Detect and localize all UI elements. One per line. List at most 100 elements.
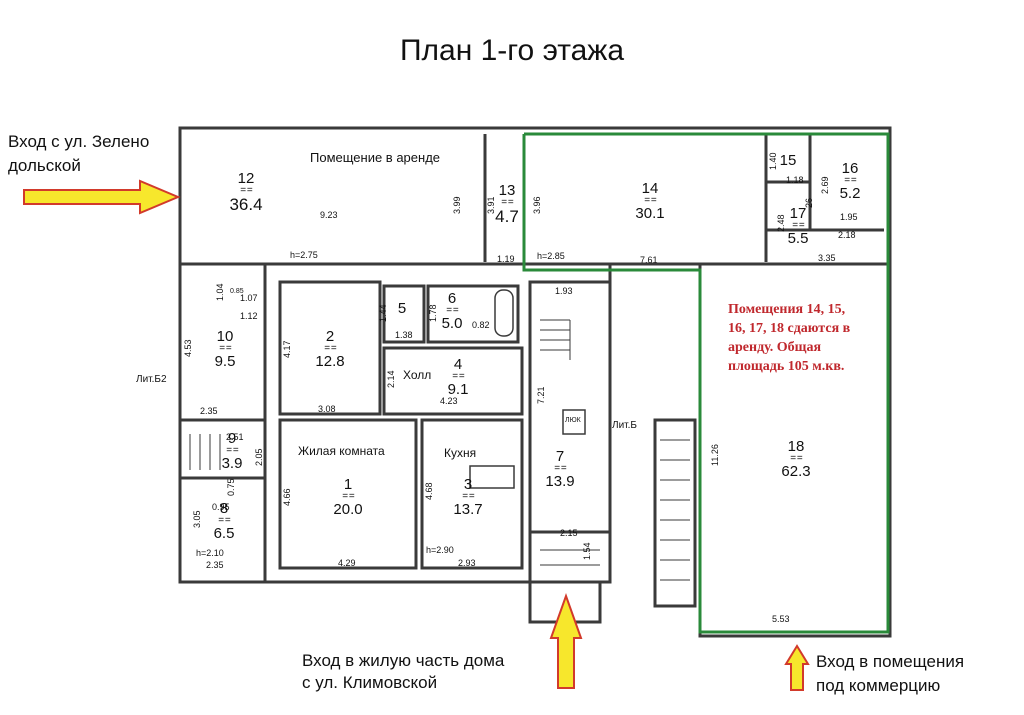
room-5: 5 (397, 300, 407, 317)
room-6-walls (426, 284, 520, 344)
entrance-right-line1: Вход в помещения (816, 652, 965, 671)
room-17: 17 = = 5.5 (787, 205, 809, 247)
dim-761: 7.61 (640, 255, 658, 265)
dim-085: 0.85 (230, 288, 244, 295)
dim-308: 3.08 (318, 404, 336, 414)
dim-095: 0.95 (212, 502, 230, 512)
room-1-walls (278, 418, 418, 570)
dim-205: 2.05 (254, 448, 264, 466)
dim-269: 2.69 (820, 176, 830, 194)
porch-walls (528, 530, 612, 584)
dim-118: 1.18 (786, 175, 804, 185)
dim-553: 5.53 (772, 614, 790, 624)
dim-417: 4.17 (282, 340, 292, 358)
room-3-walls (420, 418, 524, 570)
dim-453: 4.53 (183, 339, 193, 357)
lit-b-label: Лит.Б (612, 420, 637, 431)
dim-104: 1.04 (215, 283, 225, 301)
entrance-left-line1: Вход с ул. Зелено (8, 132, 150, 151)
dim-075: 0.75 (226, 478, 236, 496)
dim-218: 2.18 (838, 230, 856, 240)
dim-107: 1.07 (240, 293, 258, 303)
dim-1126: 11.26 (710, 444, 720, 466)
dim-178: 1.78 (428, 304, 438, 322)
dim-h285: h=2.85 (537, 251, 565, 261)
dim-235a: 2.35 (200, 406, 218, 416)
stove-icon (469, 465, 515, 489)
lit-b2-label: Лит.Б2 (136, 374, 167, 385)
page-title: План 1-го этажа (399, 34, 625, 67)
hall-walls (382, 346, 524, 416)
right-stair-walls (653, 418, 697, 608)
dim-154: 1.54 (582, 542, 592, 560)
dim-248: 2.48 (776, 214, 786, 232)
arrow-right-entrance (784, 644, 810, 691)
room-3: 3 = = 13.7 (453, 476, 483, 518)
rent-note-line4: площадь 105 м.кв. (728, 359, 845, 374)
entrance-bottom-line2: с ул. Климовской (302, 673, 438, 692)
dim-466: 4.66 (282, 488, 292, 506)
dim-721: 7.21 (536, 386, 546, 404)
dim-293: 2.93 (458, 558, 476, 568)
rent-note: Помещения 14, 15, 16, 17, 18 сдаются в а… (728, 300, 850, 376)
dim-423: 4.23 (440, 396, 458, 406)
hall-label: Холл (403, 368, 432, 382)
dim-391: 3.91 (486, 196, 496, 214)
room-13: 13 = = 4.7 (495, 182, 519, 226)
room-12: 12 = = 36.4 (229, 170, 263, 214)
dim-399: 3.99 (452, 196, 462, 214)
dim-119: 1.19 (497, 254, 515, 264)
room-18: 18 = = 62.3 (781, 438, 811, 480)
rent-room-label: Помещение в аренде (310, 150, 441, 165)
dim-251: 2.51 (226, 432, 244, 442)
room-14: 14 = = 30.1 (635, 180, 665, 222)
dim-193: 1.93 (555, 286, 573, 296)
dim-214: 2.14 (386, 370, 396, 388)
dim-429: 4.29 (338, 558, 356, 568)
hatch-label: ЛЮК (565, 417, 581, 424)
entrance-right-line2: под коммерцию (816, 676, 941, 695)
entrance-bottom-line1: Вход в жилую часть дома (302, 651, 505, 670)
rent-outline (522, 132, 890, 634)
rent-note-line2: 16, 17, 18 сдаются в (728, 321, 851, 336)
room-6: 6 = = 5.0 (441, 290, 463, 332)
dim-215: 2.15 (560, 528, 578, 538)
room-16: 16 = = 5.2 (839, 160, 861, 202)
room-1: 1 = = 20.0 (333, 476, 363, 518)
dim-138: 1.38 (395, 330, 413, 340)
dim-195: 1.95 (840, 212, 858, 222)
kitchen-label: Кухня (444, 446, 477, 460)
room-5-walls (382, 284, 426, 344)
dim-h275: h=2.75 (290, 250, 318, 260)
dim-082: 0.82 (472, 320, 490, 330)
dim-140: 1.40 (768, 152, 778, 170)
dim-396: 3.96 (532, 196, 542, 214)
dim-112: 1.12 (240, 311, 258, 321)
dim-26: 26 (804, 197, 814, 208)
arrow-bottom-entrance (549, 593, 583, 689)
room-8: 8 = = 6.5 (213, 500, 235, 542)
dim-335: 3.35 (818, 253, 836, 263)
dim-h210: h=2.10 (196, 548, 224, 558)
room-2: 2 = = 12.8 (315, 328, 345, 370)
dim-h290: h=2.90 (426, 545, 454, 555)
room-4: 4 = = 9.1 (447, 356, 469, 398)
room-15: 15 (779, 152, 797, 169)
entrance-left-line2: дольской (8, 156, 81, 175)
room-7: 7 = = 13.9 (545, 448, 575, 490)
dim-305: 3.05 (192, 510, 202, 528)
room-9: 9 = = 3.9 (221, 430, 243, 472)
room-10: 10 = = 9.5 (214, 328, 236, 370)
living-room-label: Жилая комната (298, 444, 385, 458)
bathtub-icon (494, 289, 514, 337)
dim-923: 9.23 (320, 210, 338, 220)
dim-468: 4.68 (424, 482, 434, 500)
hatch-box (562, 409, 586, 435)
rent-note-line3: аренду. Общая (728, 340, 822, 355)
room-2-walls (278, 280, 382, 416)
dim-144: 1.44 (378, 304, 388, 322)
rent-note-line1: Помещения 14, 15, (728, 302, 846, 317)
dim-235b: 2.35 (206, 560, 224, 570)
arrow-left-entrance (23, 179, 181, 215)
